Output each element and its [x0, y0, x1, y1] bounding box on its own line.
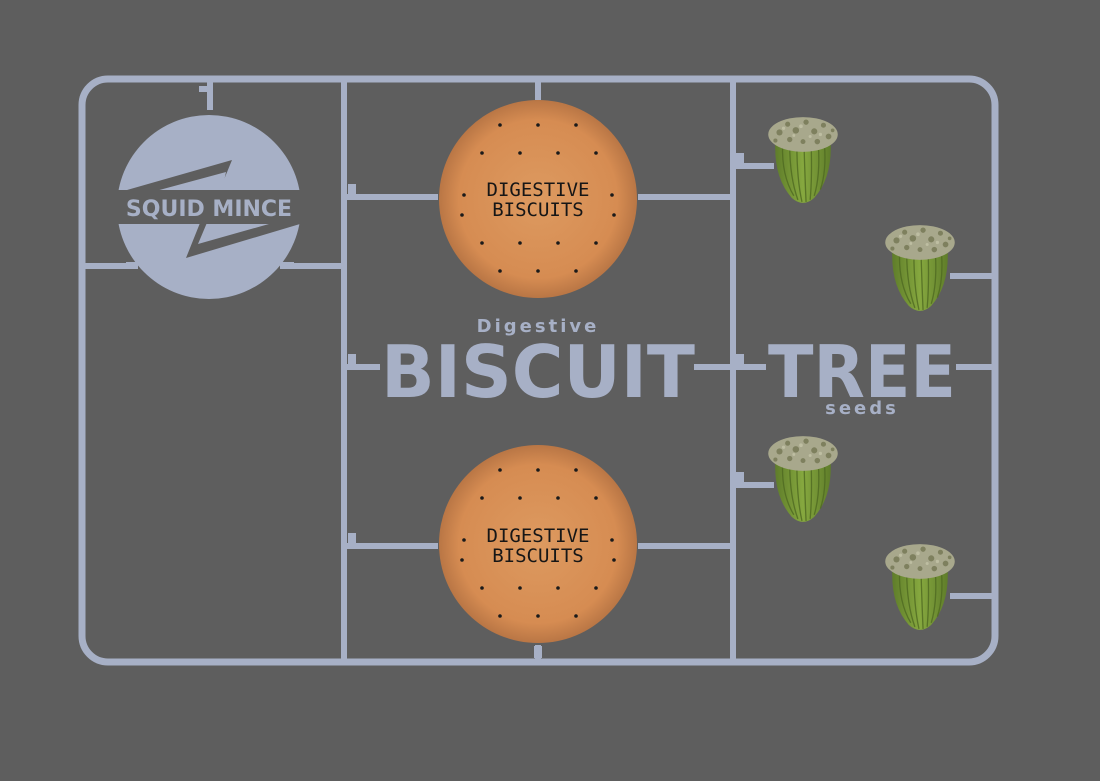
- docking-hole: [556, 151, 560, 155]
- biscuit-2-label-line1: DIGESTIVE: [487, 525, 590, 547]
- docking-hole: [612, 213, 616, 217]
- title-small-bottom: seeds: [825, 398, 899, 419]
- title-small-top: Digestive: [477, 316, 600, 337]
- kit-title: Digestive BISCUIT TREE seeds: [381, 316, 956, 419]
- docking-hole: [498, 468, 502, 472]
- acorn-gates: [736, 153, 992, 599]
- docking-hole: [574, 269, 578, 273]
- docking-hole: [462, 193, 466, 197]
- docking-hole: [498, 123, 502, 127]
- docking-hole: [498, 614, 502, 618]
- docking-hole: [536, 614, 540, 618]
- docking-hole: [556, 586, 560, 590]
- docking-hole: [574, 468, 578, 472]
- docking-hole: [594, 151, 598, 155]
- docking-hole: [556, 496, 560, 500]
- biscuit-1-label-line1: DIGESTIVE: [487, 179, 590, 201]
- biscuit-1-label-line2: BISCUITS: [492, 199, 584, 221]
- acorn-icon: [767, 435, 839, 523]
- docking-hole: [480, 496, 484, 500]
- title-big-right: TREE: [768, 330, 956, 414]
- docking-hole: [556, 241, 560, 245]
- biscuit-2-label-line2: BISCUITS: [492, 545, 584, 567]
- docking-hole: [480, 586, 484, 590]
- docking-hole: [594, 241, 598, 245]
- docking-hole: [518, 151, 522, 155]
- docking-hole: [574, 614, 578, 618]
- docking-hole: [460, 558, 464, 562]
- docking-hole: [594, 496, 598, 500]
- docking-hole: [518, 586, 522, 590]
- docking-hole: [480, 241, 484, 245]
- docking-hole: [462, 538, 466, 542]
- docking-hole: [536, 269, 540, 273]
- docking-hole: [536, 123, 540, 127]
- biscuit-gates: [347, 82, 992, 659]
- docking-hole: [610, 538, 614, 542]
- docking-hole: [594, 586, 598, 590]
- docking-hole: [536, 468, 540, 472]
- acorn-icon: [884, 224, 956, 312]
- squid-mince-logo: SQUID MINCE: [110, 115, 308, 299]
- logo-gates: [85, 82, 341, 269]
- acorn-icon: [767, 116, 839, 204]
- docking-hole: [612, 558, 616, 562]
- docking-hole: [574, 123, 578, 127]
- docking-hole: [498, 269, 502, 273]
- biscuit-2: DIGESTIVE BISCUITS: [439, 445, 637, 643]
- docking-hole: [460, 213, 464, 217]
- logo-text: SQUID MINCE: [126, 197, 292, 222]
- docking-hole: [518, 241, 522, 245]
- docking-hole: [480, 151, 484, 155]
- acorn-icon: [884, 543, 956, 631]
- title-big-left: BISCUIT: [381, 330, 695, 414]
- biscuit-1: DIGESTIVE BISCUITS: [439, 100, 637, 298]
- docking-hole: [518, 496, 522, 500]
- sprue-frame: [78, 75, 999, 666]
- docking-hole: [610, 193, 614, 197]
